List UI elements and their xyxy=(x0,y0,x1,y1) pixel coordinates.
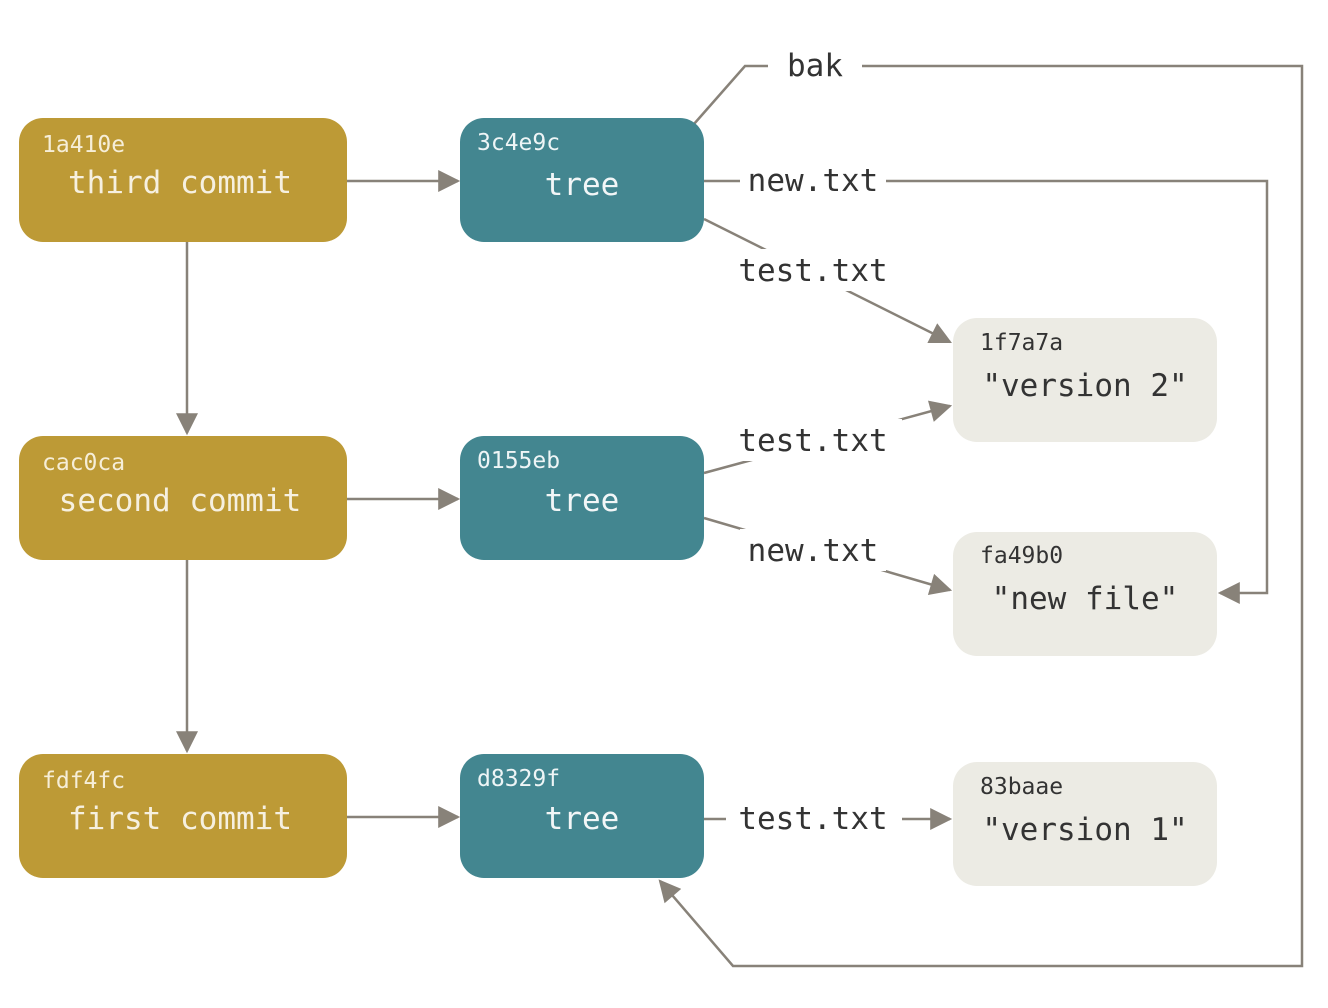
edge-labels: bak new.txt test.txt test.txt new.txt te… xyxy=(726,44,902,839)
tree-node: d8329f tree xyxy=(460,754,704,878)
commit-message: third commit xyxy=(68,165,292,201)
edge-label-tree1-testtxt: test.txt xyxy=(738,801,887,837)
commit-node: cac0ca second commit xyxy=(19,436,347,560)
edge-tree3-bak xyxy=(658,64,1304,968)
tree-node: 3c4e9c tree xyxy=(460,118,704,242)
blob-node: fa49b0 "new file" xyxy=(953,532,1217,656)
tree-label: tree xyxy=(545,801,620,837)
edge-label-tree3-testtxt: test.txt xyxy=(738,253,887,289)
blob-node: 83baae "version 1" xyxy=(953,762,1217,886)
edge-label-tree2-testtxt: test.txt xyxy=(738,423,887,459)
blob-content: "version 1" xyxy=(982,812,1187,848)
edge-tree3-newtxt xyxy=(704,179,1269,604)
edge-label-tree3-newtxt: new.txt xyxy=(748,163,879,199)
edge-label-bak: bak xyxy=(787,48,843,84)
commit-hash: fdf4fc xyxy=(42,768,125,794)
commit-hash: 1a410e xyxy=(42,132,125,158)
tree-hash: 0155eb xyxy=(477,448,560,474)
tree-hash: 3c4e9c xyxy=(477,130,560,156)
blob-node: 1f7a7a "version 2" xyxy=(953,318,1217,442)
blob-hash: 1f7a7a xyxy=(980,330,1063,356)
tree-label: tree xyxy=(545,167,620,203)
tree-hash: d8329f xyxy=(477,766,560,792)
tree-node: 0155eb tree xyxy=(460,436,704,560)
blob-content: "new file" xyxy=(992,581,1179,617)
blob-hash: fa49b0 xyxy=(980,543,1063,569)
blob-content: "version 2" xyxy=(982,368,1187,404)
commit-message: second commit xyxy=(59,483,302,519)
commit-node: fdf4fc first commit xyxy=(19,754,347,878)
commit-message: first commit xyxy=(68,801,292,837)
blob-hash: 83baae xyxy=(980,774,1063,800)
commit-node: 1a410e third commit xyxy=(19,118,347,242)
edge-label-tree2-newtxt: new.txt xyxy=(748,533,879,569)
commit-hash: cac0ca xyxy=(42,450,125,476)
tree-label: tree xyxy=(545,483,620,519)
